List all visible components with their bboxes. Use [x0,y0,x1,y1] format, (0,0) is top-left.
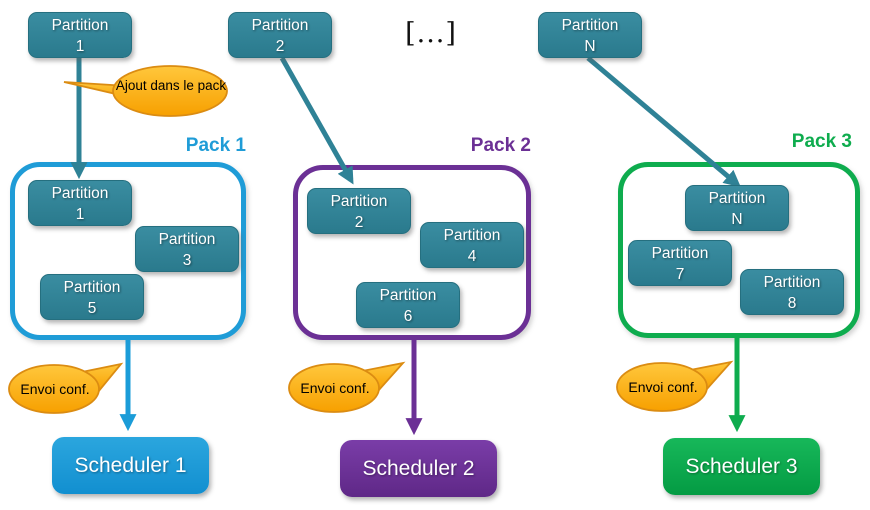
partition-name: Partition [158,231,216,248]
partition-name: Partition [251,17,309,34]
pack3-label: Pack 3 [791,131,852,152]
pack3-partition-7: Partition 7 [628,240,732,286]
ellipsis-label: [...] [405,18,457,49]
top-partition-N: Partition N [538,12,642,58]
pack3-partition-8: Partition 8 [740,269,844,315]
callout-ajout-label: Ajout dans le pack [115,78,227,93]
pack1-partition-5: Partition 5 [40,274,144,320]
partition-name: Partition [651,245,709,262]
callout-envoi-label-3: Envoi conf. [628,379,698,395]
pack2-label: Pack 2 [470,135,531,156]
partition-name: Partition [63,279,121,296]
pack1-partition-1: Partition 1 [28,180,132,226]
scheduler-2-box: Scheduler 2 [340,440,497,497]
arrow-partition2-to-pack2 [279,56,354,185]
scheduler-3-box: Scheduler 3 [663,438,820,495]
partition-number: 1 [75,38,85,55]
pack1-label: Pack 1 [185,135,246,156]
pack2-partition-6: Partition 6 [356,282,460,328]
partition-number: 2 [275,38,285,55]
scheduler-1-box: Scheduler 1 [52,437,209,494]
partition-number: 8 [787,295,797,312]
partition-name: Partition [443,227,501,244]
pack1-partition-3: Partition 3 [135,226,239,272]
partition-name: Partition [379,287,437,304]
partition-number: 2 [354,214,364,231]
partition-number: 3 [182,252,192,269]
partition-number: 7 [675,266,685,283]
callout-envoi-label-1: Envoi conf. [20,381,90,397]
top-partition-1: Partition 1 [28,12,132,58]
partition-number: N [584,38,596,55]
pack3-partition-N: Partition N [685,185,789,231]
partition-number: N [731,211,743,228]
partition-number: 6 [403,308,413,325]
partition-number: 1 [75,206,85,223]
pack2-partition-4: Partition 4 [420,222,524,268]
callout-envoi-label-2: Envoi conf. [300,380,370,396]
partition-name: Partition [51,185,109,202]
partition-number: 5 [87,300,97,317]
partition-name: Partition [561,17,619,34]
pack2-partition-2: Partition 2 [307,188,411,234]
top-partition-2: Partition 2 [228,12,332,58]
partition-number: 4 [467,248,477,265]
partition-name: Partition [51,17,109,34]
partition-name: Partition [708,190,766,207]
partition-name: Partition [330,193,388,210]
partition-name: Partition [763,274,821,291]
